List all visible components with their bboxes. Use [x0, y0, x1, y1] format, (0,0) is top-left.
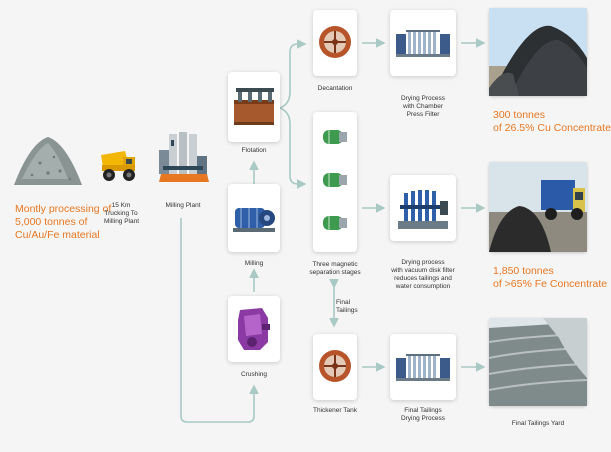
crushing-card: [228, 296, 280, 362]
chamber-press-line1: Drying Process: [400, 95, 446, 102]
tailings-yard-label: Final Tailings Yard: [511, 420, 565, 427]
cu-concentrate-photo: [489, 8, 587, 96]
magnetic-label-line1: Three magnetic: [312, 261, 358, 268]
magnetic-label-line2: separation stages: [309, 269, 361, 276]
milling-label: Milling: [244, 260, 264, 267]
ore-pile-icon: [14, 137, 82, 185]
milling-plant-icon: [159, 132, 209, 182]
chamber-press-card: [390, 10, 456, 76]
flotation-card: [228, 72, 280, 142]
vacuum-disk-line4: water consumption: [395, 283, 451, 290]
cu-output-line2: of 26.5% Cu Concentrate: [493, 122, 611, 134]
decanter-icon: [319, 26, 351, 58]
vacuum-disk-filter-icon: [398, 190, 448, 229]
tailings-yard-photo: [488, 318, 588, 406]
connector-flotation-to-decantation: [279, 39, 307, 109]
magnetic-separator-icon-2: [323, 173, 347, 187]
source-text-line3: Cu/Au/Fe material: [15, 229, 100, 241]
connector-flotation-to-magnetic: [279, 107, 307, 189]
chamber-press-line3: Press Filter: [406, 111, 440, 118]
tailings-drying-line2: Drying Process: [400, 415, 446, 422]
ball-mill-icon: [233, 208, 275, 232]
thickener-tank-icon: [319, 350, 351, 382]
tailings-press-filter-icon: [396, 354, 450, 381]
final-tailings-label: Final Tailings: [336, 299, 366, 315]
trucking-line3: Milling Plant: [104, 218, 140, 225]
cu-output-line1: 300 tonnes: [493, 109, 545, 121]
source-text-line1: Montly processing of: [15, 203, 112, 215]
fe-output-line1: 1,850 tonnes: [493, 265, 554, 277]
tailings-drying-card: [390, 334, 456, 400]
cu-output-text: 300 tonnes of 26.5% Cu Concentrate: [493, 109, 611, 135]
dump-truck-icon: [101, 151, 135, 181]
milling-plant-label: Milling Plant: [165, 202, 201, 209]
vacuum-disk-line2: with vacuum disk filter: [391, 267, 455, 274]
source-text-line2: 5,000 tonnes of: [15, 216, 88, 228]
chamber-press-filter-icon: [396, 30, 450, 57]
trucking-line2: Trucking To: [104, 210, 138, 217]
vacuum-disk-line1: Drying process: [401, 259, 445, 266]
magnetic-separator-icon-1: [323, 130, 347, 144]
fe-output-line2: of >65% Fe Concentrate: [493, 278, 608, 290]
tailings-drying-label: Final Tailings Drying Process: [388, 407, 458, 423]
crushing-label: Crushing: [240, 371, 267, 378]
trucking-line1: 15 Km: [111, 202, 131, 209]
vacuum-disk-line3: reduces tailings and: [394, 275, 452, 282]
flotation-label: Flotation: [241, 147, 267, 154]
vacuum-disk-card: [390, 175, 456, 241]
magnetic-label: Three magnetic separation stages: [303, 261, 367, 277]
connector-plant-to-crushing: [180, 218, 259, 423]
final-tailings-line1: Final: [336, 299, 351, 306]
final-tailings-line2: Tailings: [336, 307, 358, 314]
flotation-cells-icon: [234, 88, 274, 125]
crusher-icon: [238, 308, 270, 350]
thickener-card: [313, 334, 357, 400]
fe-concentrate-photo: [489, 162, 587, 252]
chamber-press-line2: with Chamber: [402, 103, 444, 110]
magnetic-separation-card: [313, 112, 357, 252]
source-text: Montly processing of 5,000 tonnes of Cu/…: [15, 203, 111, 242]
tailings-drying-line1: Final Tailings: [404, 407, 442, 414]
trucking-label: 15 Km Trucking To Milling Plant: [104, 202, 140, 226]
thickener-label: Thickener Tank: [313, 407, 357, 414]
magnetic-separator-icon-3: [323, 216, 347, 230]
vacuum-disk-label: Drying process with vacuum disk filter r…: [380, 259, 466, 291]
decantation-label: Decantation: [317, 85, 353, 92]
fe-output-text: 1,850 tonnes of >65% Fe Concentrate: [493, 265, 607, 291]
chamber-press-label: Drying Process with Chamber Press Filter: [388, 95, 458, 119]
decantation-card: [313, 10, 357, 76]
milling-card: [228, 184, 280, 252]
